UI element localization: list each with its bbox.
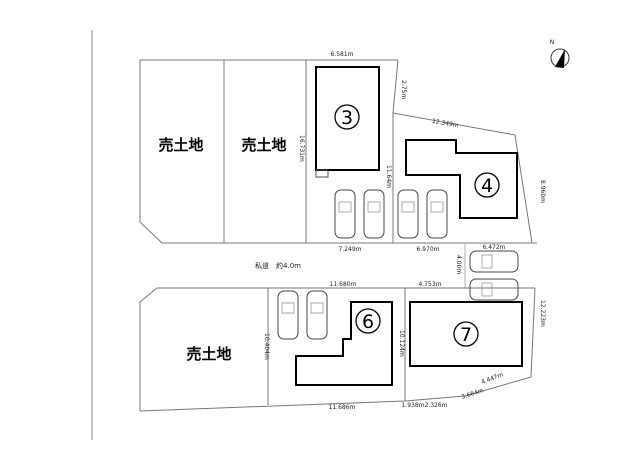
dimension-label: 4.753m <box>418 281 441 288</box>
building-3 <box>315 66 380 171</box>
lot-number-7: 7 <box>453 321 479 347</box>
dimension-label: 1.938m <box>401 402 424 409</box>
svg-text:7: 7 <box>460 324 472 346</box>
car-icon <box>334 189 356 239</box>
dimension-label: 11.686m <box>329 404 356 411</box>
car-icon <box>306 290 328 340</box>
car-icon <box>277 290 299 340</box>
south-boundary <box>139 287 536 412</box>
sale-label-lot2: 売土地 <box>241 136 286 154</box>
car-icon <box>363 189 385 239</box>
dimension-label: 11.64m <box>385 165 392 188</box>
building-4 <box>405 139 518 219</box>
dimension-label: 12.223m <box>539 300 546 327</box>
dimension-label: 16.731m <box>298 135 305 162</box>
dimension-label: 6.970m <box>416 246 439 253</box>
lot-number-6: 6 <box>355 308 381 334</box>
car-icon <box>469 250 519 273</box>
lot-number-4: 4 <box>474 172 500 198</box>
car-icon <box>469 278 519 301</box>
private-road-label: 私道 約4.0m <box>255 261 301 270</box>
svg-text:N: N <box>550 39 555 46</box>
dimension-label: 11.680m <box>330 281 357 288</box>
dimension-label: 2.326m <box>424 402 447 409</box>
upper-block-outline <box>139 60 537 244</box>
dimension-label: 2.75m <box>400 80 407 99</box>
dimension-label: 10.404m <box>263 333 270 360</box>
lot-number-3: 3 <box>334 104 360 130</box>
building-3-porch <box>315 169 329 178</box>
svg-text:4: 4 <box>481 175 493 197</box>
dimension-label: 8.960m <box>539 180 546 203</box>
building-6 <box>295 301 393 386</box>
dimension-label: 4.00m <box>455 255 462 274</box>
dimension-label: 6.581m <box>330 51 353 58</box>
north-compass-icon: N <box>550 39 570 68</box>
svg-text:3: 3 <box>341 107 353 129</box>
dimension-label: 3.664m <box>460 387 484 401</box>
sale-label-lot1: 売土地 <box>158 136 203 154</box>
dimension-label: 4.447m <box>480 371 504 386</box>
dimension-label: 10.124m <box>398 330 405 357</box>
east-boundary <box>392 59 533 244</box>
svg-text:6: 6 <box>362 311 374 333</box>
lower-block-outline <box>139 287 535 411</box>
car-icon <box>426 189 448 239</box>
sale-label-lot5: 売土地 <box>186 345 231 363</box>
car-icon <box>397 189 419 239</box>
dimension-label: 7.249m <box>338 246 361 253</box>
dimension-label: 6.472m <box>482 244 505 251</box>
building-7 <box>409 301 523 367</box>
dimension-label: 12.349m <box>431 118 459 130</box>
